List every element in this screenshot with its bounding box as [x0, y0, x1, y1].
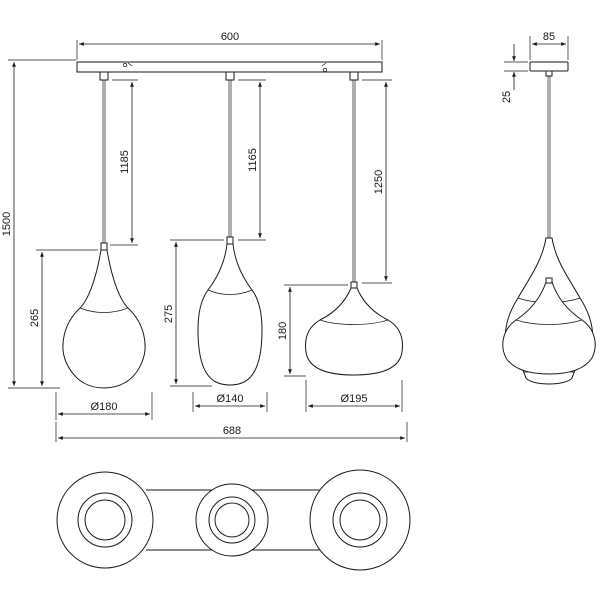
- shade-left: [62, 242, 146, 389]
- bottom-shade-middle: [195, 483, 269, 557]
- label-shade-middle-height: 275: [163, 305, 175, 323]
- label-shade-left-diameter: Ø180: [91, 401, 118, 413]
- dimension-shade-middle-diameter: Ø140: [192, 392, 268, 412]
- bottom-view: [56, 469, 411, 571]
- label-drop-left: 1185: [119, 150, 131, 174]
- label-side-height: 25: [501, 91, 513, 103]
- dimension-drop-left: 1185: [110, 79, 138, 246]
- label-top-width: 600: [221, 31, 239, 43]
- side-view: [502, 61, 596, 385]
- label-side-width: 85: [543, 31, 555, 43]
- label-drop-right: 1250: [373, 170, 385, 194]
- dimension-shade-left-height: 265: [29, 249, 98, 386]
- dimension-overall-width: 688: [55, 422, 408, 442]
- label-drop-middle: 1165: [247, 148, 259, 172]
- label-total-height: 1500: [1, 212, 13, 236]
- ceiling-bar: [76, 61, 383, 73]
- side-canopy: [529, 61, 569, 72]
- shade-middle: [197, 236, 263, 386]
- bottom-shade-left: [56, 471, 154, 569]
- label-shade-left-height: 265: [29, 309, 41, 327]
- dimension-side-height: 25: [501, 44, 528, 103]
- canopy-middle: [225, 71, 235, 81]
- dimension-shade-left-diameter: Ø180: [55, 392, 153, 420]
- dimension-shade-middle-height: 275: [163, 239, 224, 387]
- front-view: [62, 61, 403, 389]
- dimension-side-width: 85: [529, 31, 569, 60]
- dimension-shade-right-diameter: Ø195: [305, 380, 403, 412]
- label-shade-middle-diameter: Ø140: [217, 393, 244, 405]
- canopy-left: [99, 71, 109, 81]
- cable-left: [102, 80, 106, 243]
- side-cable: [547, 76, 551, 238]
- dimension-top-width: 600: [76, 31, 383, 60]
- dimension-drop-right: 1250: [362, 79, 392, 284]
- shade-right: [305, 281, 403, 376]
- cable-middle: [228, 80, 232, 237]
- label-shade-right-diameter: Ø195: [341, 393, 368, 405]
- canopy-right: [349, 71, 359, 81]
- label-shade-right-height: 180: [277, 322, 289, 340]
- dimension-shade-right-height: 180: [277, 284, 348, 377]
- side-shade-front: [502, 277, 596, 375]
- bottom-shade-right: [309, 469, 411, 571]
- bar-screw-right: [321, 62, 327, 72]
- bar-screw-left: [123, 62, 133, 67]
- label-overall-width: 688: [223, 425, 241, 437]
- cable-right: [352, 80, 356, 283]
- dimension-total-height: 1500: [1, 59, 76, 389]
- dimension-drop-middle: 1165: [238, 79, 266, 241]
